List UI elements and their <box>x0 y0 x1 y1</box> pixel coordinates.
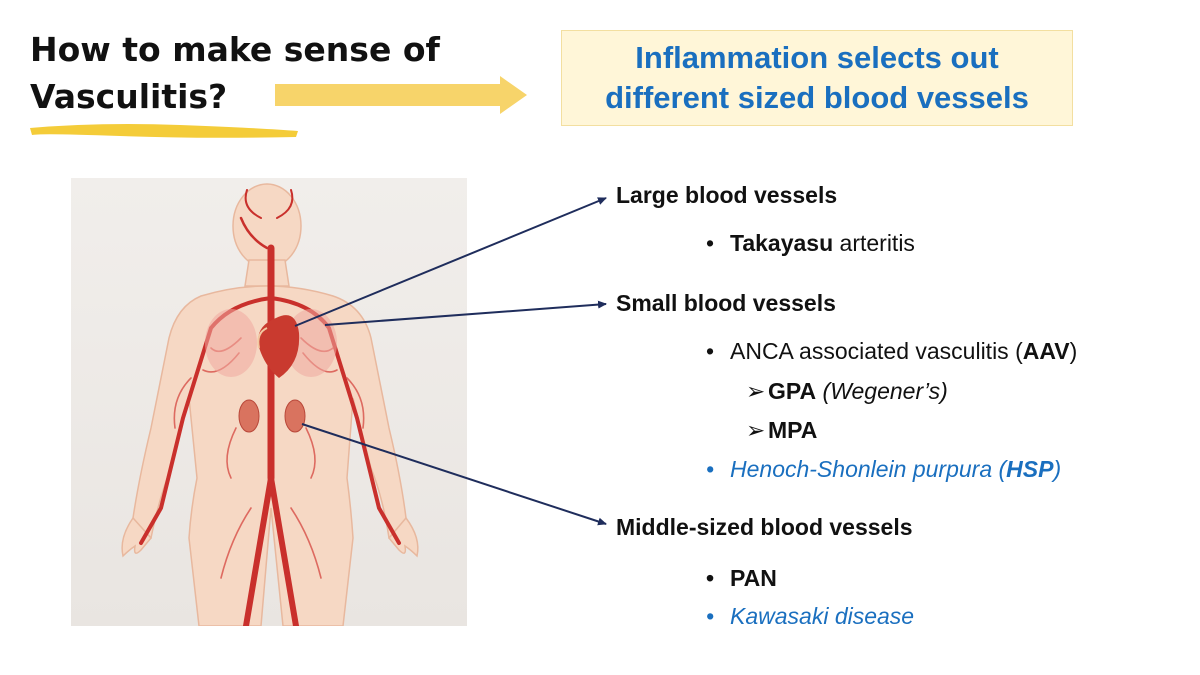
hsp-pre: Henoch-Shonlein purpura ( <box>730 456 1007 482</box>
aav-post: ) <box>1069 338 1078 364</box>
aav-pre: ANCA associated vasculitis ( <box>730 338 1023 364</box>
pan-item: PAN <box>706 563 777 593</box>
takayasu-bold: Takayasu <box>730 230 834 256</box>
human-body-vessels-icon <box>121 183 419 626</box>
heart-icon <box>257 315 300 378</box>
takayasu-rest: arteritis <box>833 230 915 256</box>
right-arrow-shape <box>275 76 527 114</box>
gpa-bold: GPA <box>768 378 817 404</box>
mpa-bold: MPA <box>768 417 818 443</box>
gpa-item: GPA (Wegener’s) <box>746 376 948 406</box>
highlighter-underline <box>30 124 298 138</box>
small-vessels-heading: Small blood vessels <box>616 290 836 316</box>
slide-title-line-2: Vasculitis? <box>30 77 228 116</box>
aav-item: ANCA associated vasculitis (AAV) <box>706 336 1077 366</box>
slide-title: How to make sense of Vasculitis? <box>30 26 510 120</box>
middle-vessels-heading: Middle-sized blood vessels <box>616 514 913 540</box>
aav-bold: AAV <box>1022 338 1070 364</box>
kidneys-icon <box>238 399 306 433</box>
callout-line-1: Inflammation selects out <box>635 40 999 75</box>
circulatory-system-illustration <box>71 178 467 626</box>
hsp-item: Henoch-Shonlein purpura (HSP) <box>706 454 1061 484</box>
mpa-item: MPA <box>746 415 817 445</box>
gpa-italic: (Wegener’s) <box>822 378 948 404</box>
kawasaki-item: Kawasaki disease <box>706 601 914 631</box>
takayasu-item: Takayasu arteritis <box>706 228 915 258</box>
callout-box: Inflammation selects out different sized… <box>561 30 1073 126</box>
hsp-post: ) <box>1053 456 1062 482</box>
hsp-bold: HSP <box>1006 456 1054 482</box>
large-vessels-heading: Large blood vessels <box>616 182 838 208</box>
title-decorations <box>30 76 527 138</box>
callout-line-2: different sized blood vessels <box>605 80 1029 115</box>
slide-title-line-1: How to make sense of <box>30 30 440 69</box>
